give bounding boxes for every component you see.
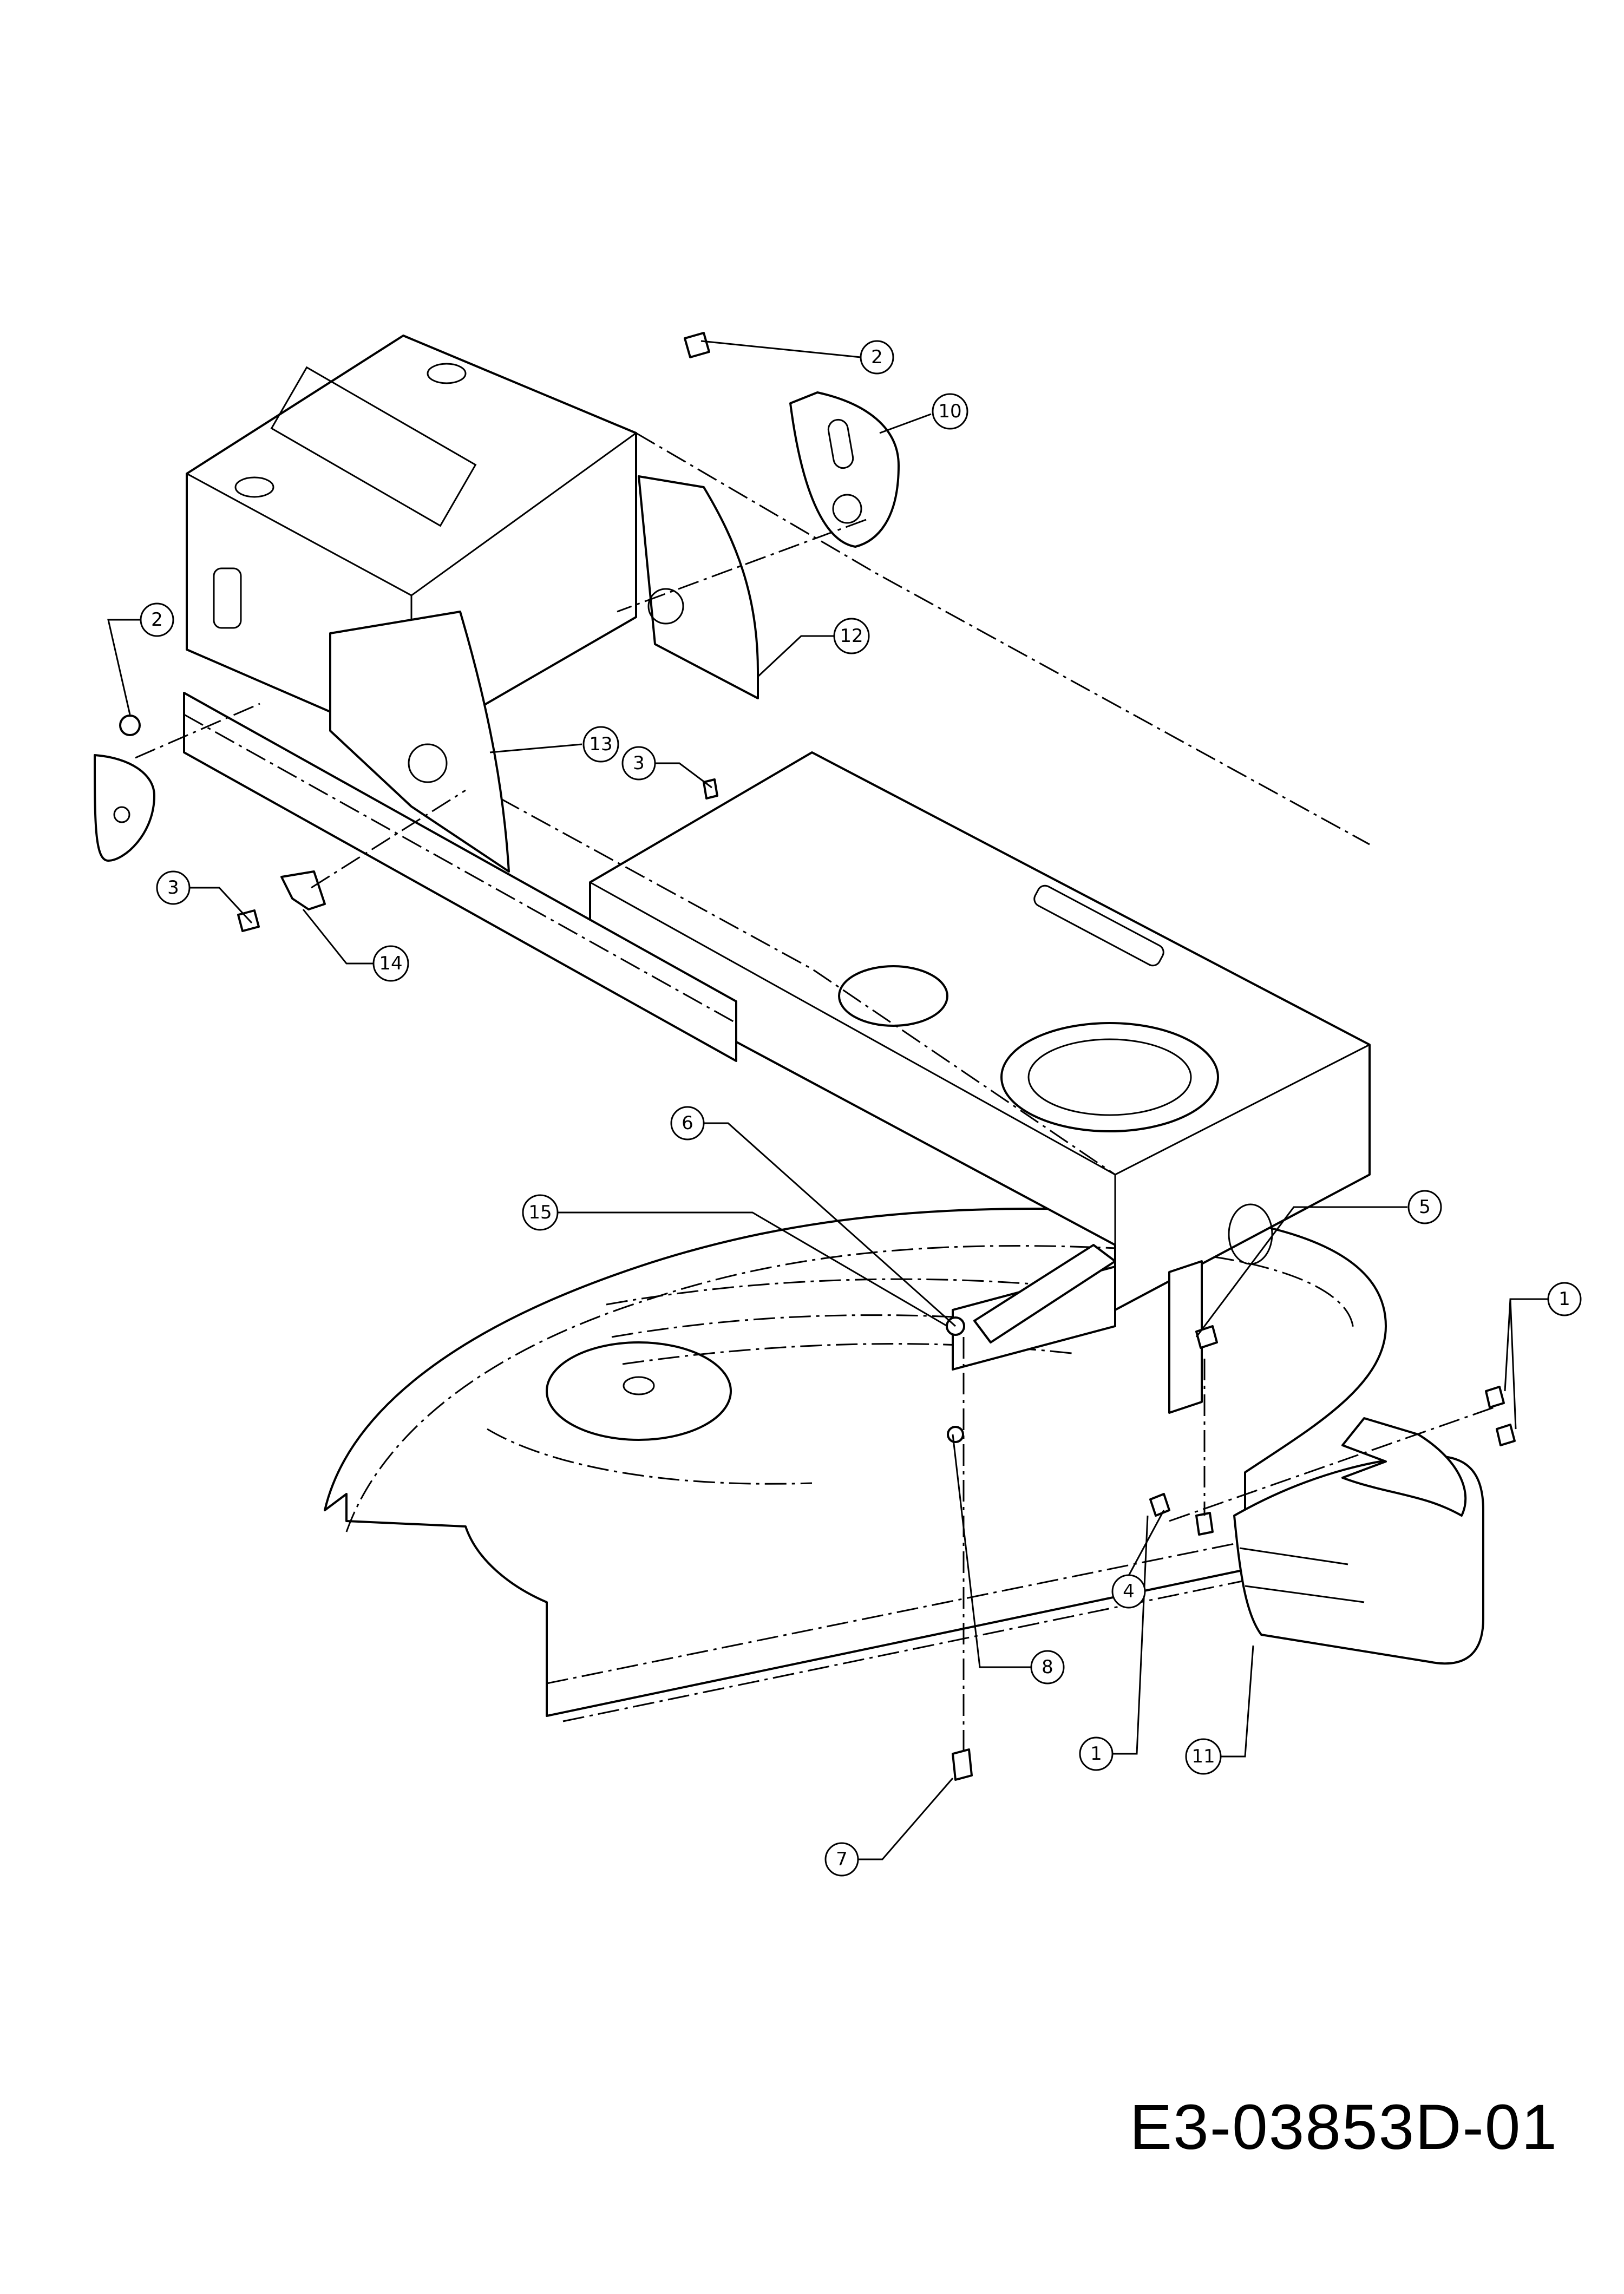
callout-11: 11	[1185, 1738, 1222, 1775]
callout-7: 6	[670, 1106, 705, 1141]
belt-cover-11	[1233, 1417, 1484, 1665]
callout-15: 15	[522, 1194, 559, 1231]
svg-text:10: 10	[938, 401, 961, 422]
svg-text:3: 3	[167, 877, 179, 899]
callout-1-bottom: 1	[1079, 1736, 1114, 1771]
assembly-lines	[135, 519, 1495, 1754]
callout-8: 8	[1030, 1650, 1065, 1685]
svg-text:3: 3	[633, 752, 645, 774]
svg-text:1: 1	[1558, 1288, 1570, 1310]
callout-2-top: 2	[860, 340, 894, 375]
callout-3-left: 3	[156, 870, 191, 905]
svg-text:2: 2	[151, 609, 163, 631]
svg-text:8: 8	[1042, 1656, 1053, 1678]
svg-text:5: 5	[1419, 1196, 1431, 1218]
svg-text:12: 12	[840, 625, 863, 647]
mower-deck	[324, 1208, 1387, 1722]
callout-5: 7	[824, 1842, 859, 1877]
svg-text:14: 14	[379, 953, 402, 974]
callout-10: 10	[932, 393, 968, 430]
svg-text:11: 11	[1191, 1746, 1215, 1767]
callout-6: 5	[1407, 1190, 1442, 1224]
callout-1-right: 1	[1547, 1282, 1582, 1316]
callout-3-right: 3	[621, 746, 656, 781]
svg-text:1: 1	[1090, 1743, 1102, 1765]
callout-14: 14	[372, 945, 409, 982]
callouts: 2 10 12 13 3 2	[107, 340, 1582, 1877]
svg-text:2: 2	[871, 346, 883, 368]
tractor-frame	[183, 335, 1371, 1414]
plate-10	[789, 391, 900, 548]
svg-text:13: 13	[589, 733, 612, 755]
bracket-14	[280, 870, 326, 910]
plate-left	[94, 754, 155, 862]
callout-13: 13	[582, 726, 619, 763]
svg-text:6: 6	[682, 1112, 693, 1134]
callout-2-left: 2	[140, 602, 174, 637]
callout-4: 4	[1111, 1574, 1146, 1609]
fasteners	[119, 332, 1516, 1781]
svg-text:15: 15	[528, 1202, 552, 1223]
callout-12: 12	[833, 618, 870, 654]
svg-text:7: 7	[836, 1849, 848, 1870]
drawing-number: E3-03853D-01	[1129, 2092, 1558, 2163]
svg-text:4: 4	[1123, 1581, 1135, 1602]
